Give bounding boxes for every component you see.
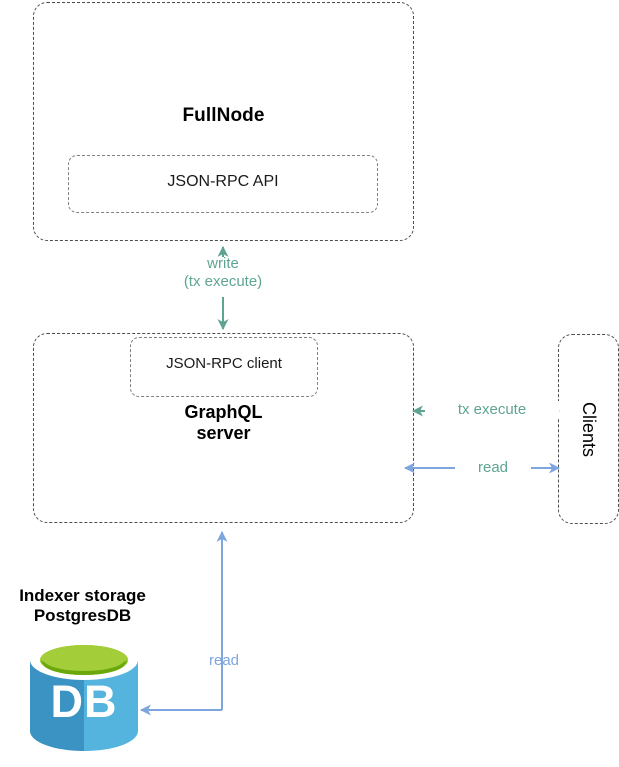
tx-execute-arrow-label: tx execute	[425, 401, 559, 419]
indexer-storage-title: Indexer storage PostgresDB	[19, 586, 146, 626]
database-cylinder-icon	[30, 640, 138, 751]
jsonrpc-client-label: JSON-RPC client	[166, 355, 282, 372]
clients-box[interactable]	[558, 334, 619, 524]
graphql-server-title: GraphQL server	[184, 402, 263, 444]
db-glyph-label: DB	[50, 676, 118, 727]
jsonrpc-api-label: JSON-RPC API	[167, 173, 279, 190]
fullnode-title: FullNode	[182, 105, 265, 126]
clients-label: Clients	[558, 334, 619, 524]
db-read-arrow-label: read	[208, 652, 240, 669]
clients-read-arrow-label: read	[455, 459, 531, 477]
clients-label-text: Clients	[579, 401, 599, 457]
jsonrpc-api-box[interactable]	[68, 155, 378, 213]
write-arrow-label: write (tx execute)	[183, 255, 263, 290]
jsonrpc-client-box[interactable]	[130, 337, 318, 397]
